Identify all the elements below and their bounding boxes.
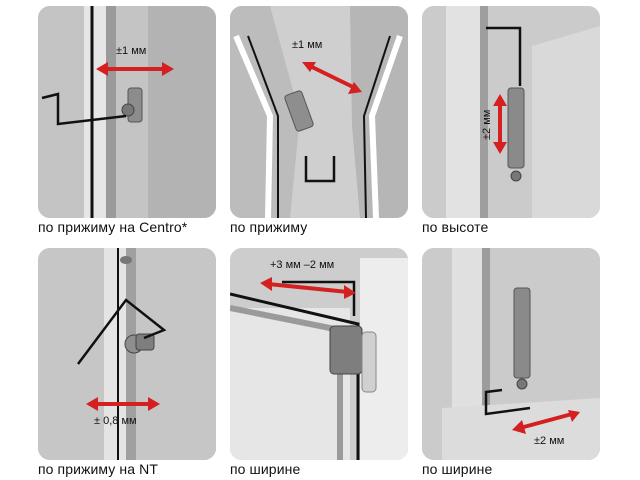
caption-nt: по прижиму на NT [38,461,158,477]
adjustment-photo-centro: ±1 мм [38,6,216,218]
measure-label: ±1 мм [116,45,146,57]
caption-width-bottom: по ширине [422,461,493,477]
adjustment-photo-height: ±2 мм [422,6,600,218]
caption-width-top: по ширине [230,461,301,477]
adjustment-photo-clamp: ±1 мм [230,6,408,218]
measure-label: ±2 мм [481,110,493,140]
adjustment-photo-width-top: +3 мм –2 мм [230,248,408,460]
measure-label: +3 мм –2 мм [270,259,334,271]
adjustment-photo-nt: ± 0,8 мм [38,248,216,460]
caption-height: по высоте [422,219,489,235]
adjustment-photo-width-bottom: ±2 мм [422,248,600,460]
caption-clamp: по прижиму [230,219,308,235]
measure-label: ± 0,8 мм [94,415,137,427]
measure-label: ±2 мм [534,435,564,447]
caption-centro: по прижиму на Centro* [38,219,188,235]
measure-label: ±1 мм [292,39,322,51]
